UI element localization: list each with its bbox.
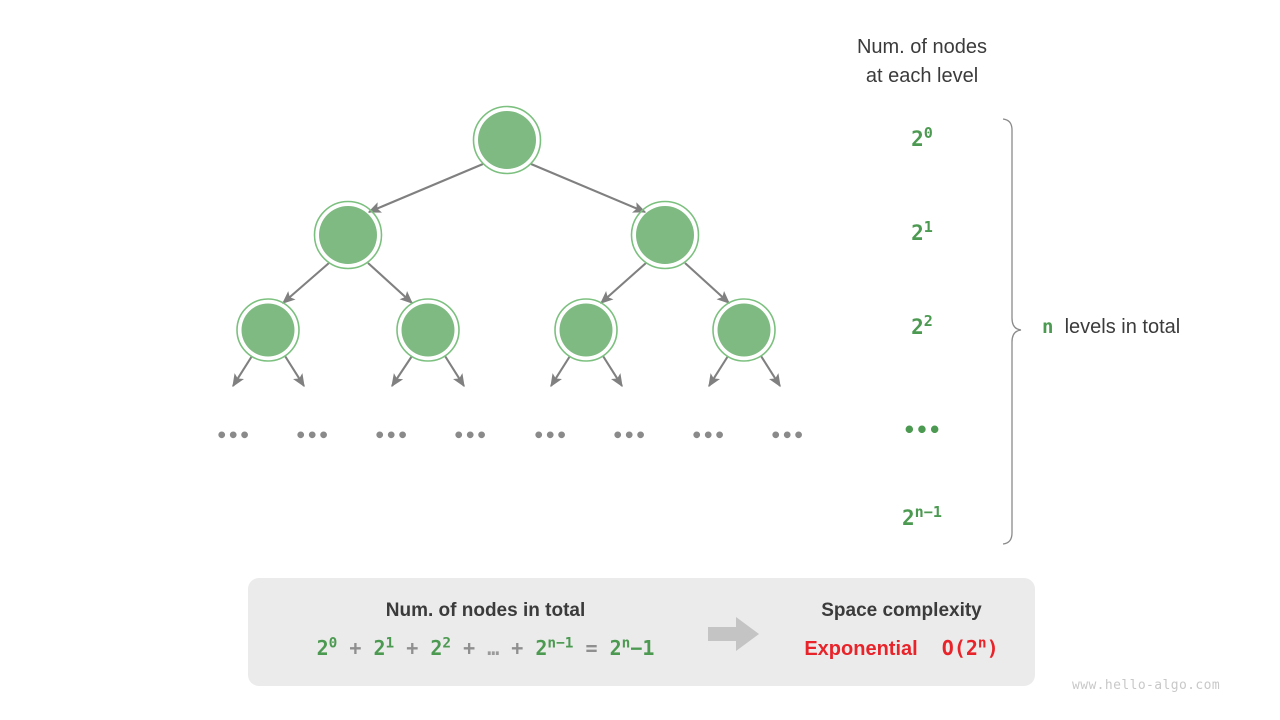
right-block-arrow-icon [708, 617, 759, 651]
edge-leaf-5 [550, 355, 571, 388]
tree-edges [232, 163, 781, 388]
space-complexity-heading: Space complexity [821, 600, 982, 621]
levels-brace [1002, 118, 1022, 545]
summary-panel: Num. of nodes in total 20 + 21 + 22 + … … [248, 578, 1035, 686]
edge-l1a-left [282, 262, 330, 304]
edge-root-right [530, 163, 647, 213]
level-count-label-0: 20 [911, 124, 933, 151]
tree-node-l1-left[interactable] [313, 200, 383, 270]
edge-l1b-right [684, 262, 730, 304]
edge-root-left [367, 163, 484, 213]
level-count-label-ellipsis: ••• [903, 418, 941, 442]
leaf-ellipsis-3: ••• [374, 425, 409, 447]
levels-variable: n [1042, 316, 1054, 338]
leaf-ellipsis-2: ••• [295, 425, 330, 447]
leaf-ellipsis-4: ••• [453, 425, 488, 447]
leaf-ellipsis-7: ••• [691, 425, 726, 447]
edge-l1a-right [367, 262, 413, 304]
edge-leaf-8 [760, 355, 781, 388]
total-nodes-heading: Num. of nodes in total [385, 600, 586, 621]
total-nodes-formula: 20 + 21 + 22 + … + 2n−1 = 2n−1 [316, 635, 655, 660]
edge-leaf-2 [284, 355, 305, 388]
watermark: www.hello-algo.com [1072, 678, 1221, 693]
complexity-word: Exponential [804, 638, 918, 660]
edge-leaf-4 [444, 355, 465, 388]
leaf-ellipsis-1: ••• [216, 425, 251, 447]
levels-text: levels in total [1064, 316, 1181, 338]
tree-node-l1-right[interactable] [630, 200, 700, 270]
tree-node-l2-1[interactable] [236, 298, 300, 362]
tree-ellipsis-row: ••• ••• ••• ••• ••• ••• ••• ••• [0, 425, 1280, 447]
edge-leaf-1 [232, 355, 253, 388]
tree-node-l2-2[interactable] [396, 298, 460, 362]
edge-leaf-6 [602, 355, 623, 388]
level-count-label-last: 2n−1 [902, 503, 942, 530]
edge-l1b-left [600, 262, 647, 304]
edge-leaf-3 [391, 355, 413, 388]
edge-leaf-7 [708, 355, 729, 388]
leaf-ellipsis-5: ••• [533, 425, 568, 447]
leaf-ellipsis-8: ••• [770, 425, 805, 447]
tree-node-l2-3[interactable] [554, 298, 618, 362]
tree-node-root[interactable] [472, 105, 542, 175]
level-count-header: Num. of nodes at each level [856, 36, 988, 87]
leaf-ellipsis-6: ••• [612, 425, 647, 447]
level-count-label-2: 22 [911, 312, 933, 339]
tree-node-l2-4[interactable] [712, 298, 776, 362]
total-levels-annotation: n levels in total [1042, 316, 1180, 339]
level-count-label-1: 21 [911, 218, 933, 245]
space-complexity-value: Exponential O(2n) [804, 635, 999, 660]
tree-nodes [236, 105, 776, 362]
